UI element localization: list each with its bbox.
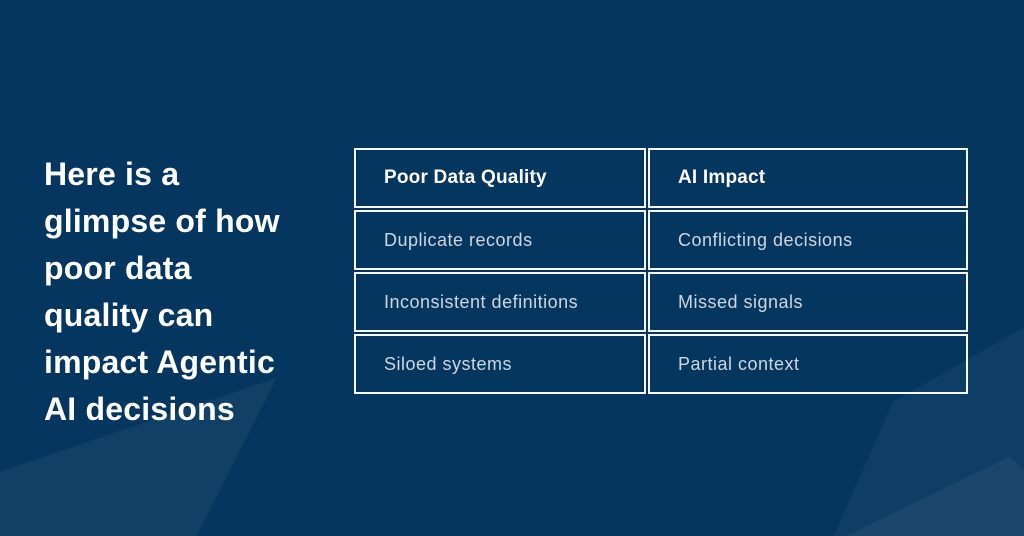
table-cell-impact: Missed signals: [648, 272, 968, 332]
table-cell-impact: Conflicting decisions: [648, 210, 968, 270]
page-title-line: poor data: [44, 250, 192, 287]
table-cell-issue: Siloed systems: [354, 334, 646, 394]
page-title: Here is a glimpse of how poor data quali…: [44, 151, 354, 433]
column-header-poor-data-quality: Poor Data Quality: [354, 148, 646, 208]
page-title-line: quality can: [44, 297, 214, 334]
table-row: Duplicate records Conflicting decisions: [354, 210, 968, 270]
table-cell-issue: Duplicate records: [354, 210, 646, 270]
table-header-row: Poor Data Quality AI Impact: [354, 148, 968, 208]
page-title-line: impact Agentic: [44, 344, 275, 381]
table-cell-impact: Partial context: [648, 334, 968, 394]
page-title-line: glimpse of how: [44, 203, 280, 240]
impact-table: Poor Data Quality AI Impact Duplicate re…: [352, 146, 970, 396]
column-header-ai-impact: AI Impact: [648, 148, 968, 208]
table-row: Siloed systems Partial context: [354, 334, 968, 394]
page-title-line: Here is a: [44, 156, 180, 193]
page-title-line: AI decisions: [44, 391, 235, 428]
table-row: Inconsistent definitions Missed signals: [354, 272, 968, 332]
table-cell-issue: Inconsistent definitions: [354, 272, 646, 332]
